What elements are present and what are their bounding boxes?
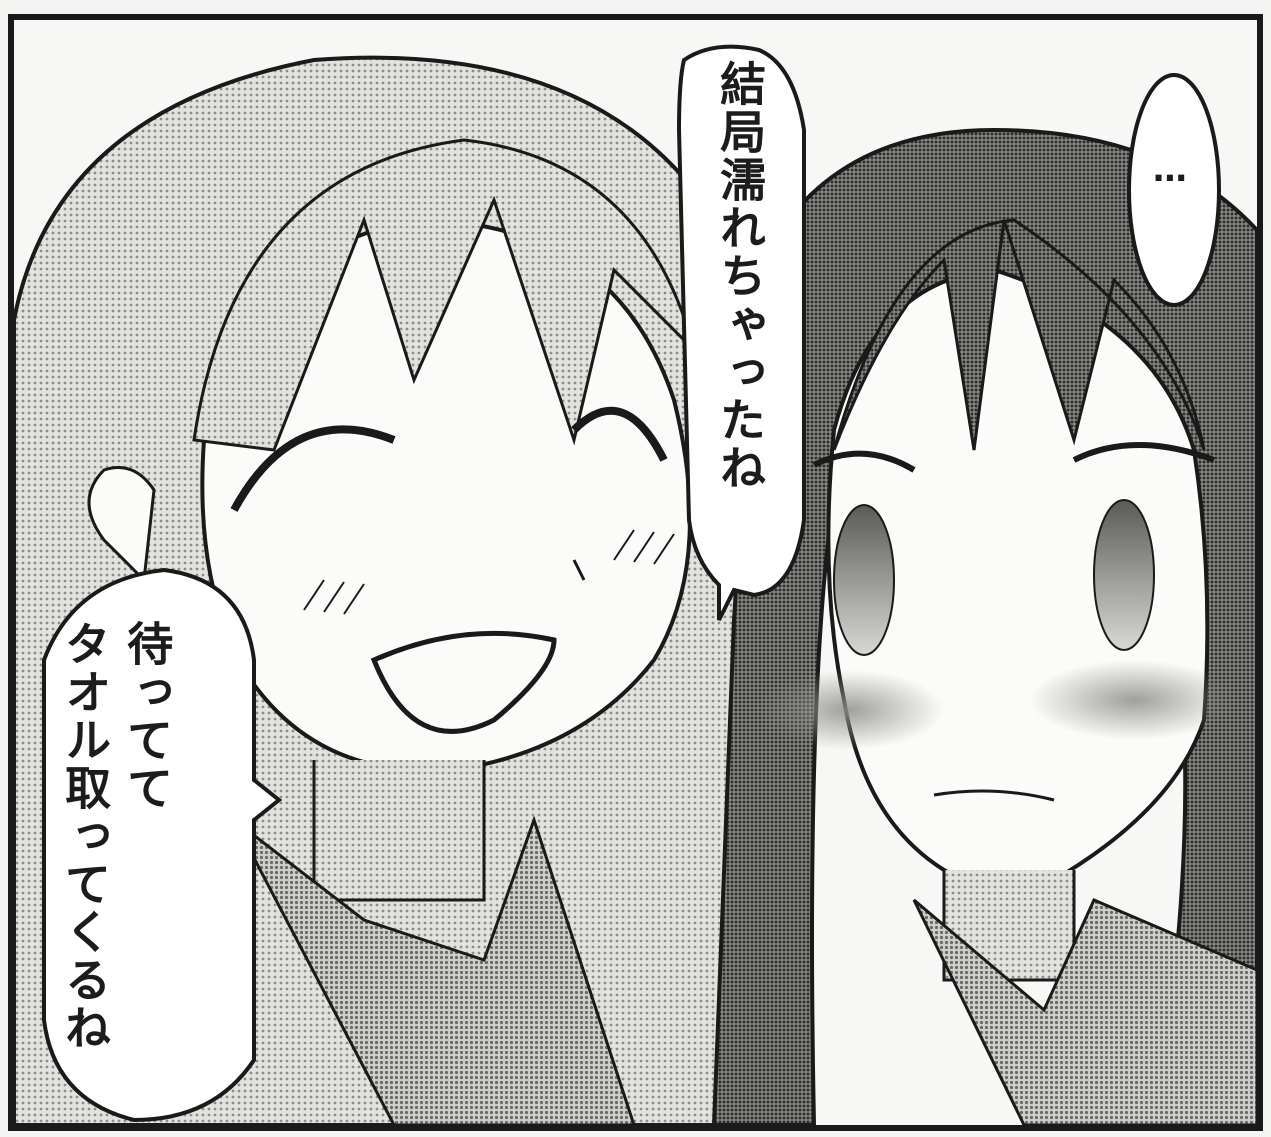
left-girl-ear xyxy=(87,466,156,584)
speech-bubble-2-line: … xyxy=(1149,150,1190,196)
right-girl-right-lash xyxy=(1072,442,1216,463)
right-girl-right-blush xyxy=(1029,660,1239,740)
right-girl xyxy=(711,127,1257,1125)
left-girl-nose xyxy=(572,559,586,581)
manga-panel: 結局濡れちゃったね … 待ってて タオル取ってくるね xyxy=(8,14,1263,1131)
right-girl-mouth xyxy=(933,789,1055,802)
left-girl-right-blush xyxy=(613,529,675,565)
right-girl-collar xyxy=(912,898,1257,1125)
speech-bubble-2-text: … xyxy=(1146,150,1192,196)
left-girl-right-eye xyxy=(571,406,668,462)
speech-bubble-3-text: 待ってて タオル取ってくるね xyxy=(54,620,178,1052)
right-girl-left-blush xyxy=(754,670,944,750)
left-girl-collar xyxy=(232,815,636,1125)
right-girl-left-eye xyxy=(833,504,895,656)
speech-bubble-3 xyxy=(42,567,283,1123)
speech-bubble-2 xyxy=(1127,73,1221,307)
speech-bubble-1-text: 結局濡れちゃったね xyxy=(709,60,771,492)
right-girl-right-eye xyxy=(1093,499,1155,651)
right-girl-bangs xyxy=(832,218,1206,451)
speech-bubble-1 xyxy=(676,44,806,621)
speech-bubble-3-line-2: タオル取ってくるね xyxy=(58,620,113,1052)
left-girl-left-eye xyxy=(230,425,396,512)
right-girl-left-lash xyxy=(812,450,916,473)
speech-bubble-1-line: 結局濡れちゃったね xyxy=(713,60,768,492)
left-girl-left-blush xyxy=(303,579,365,615)
left-girl-neck xyxy=(312,760,486,902)
panel-artwork xyxy=(14,20,1257,1125)
speech-bubble-3-line-1: 待ってて xyxy=(120,620,175,812)
left-girl-mouth xyxy=(370,630,557,734)
